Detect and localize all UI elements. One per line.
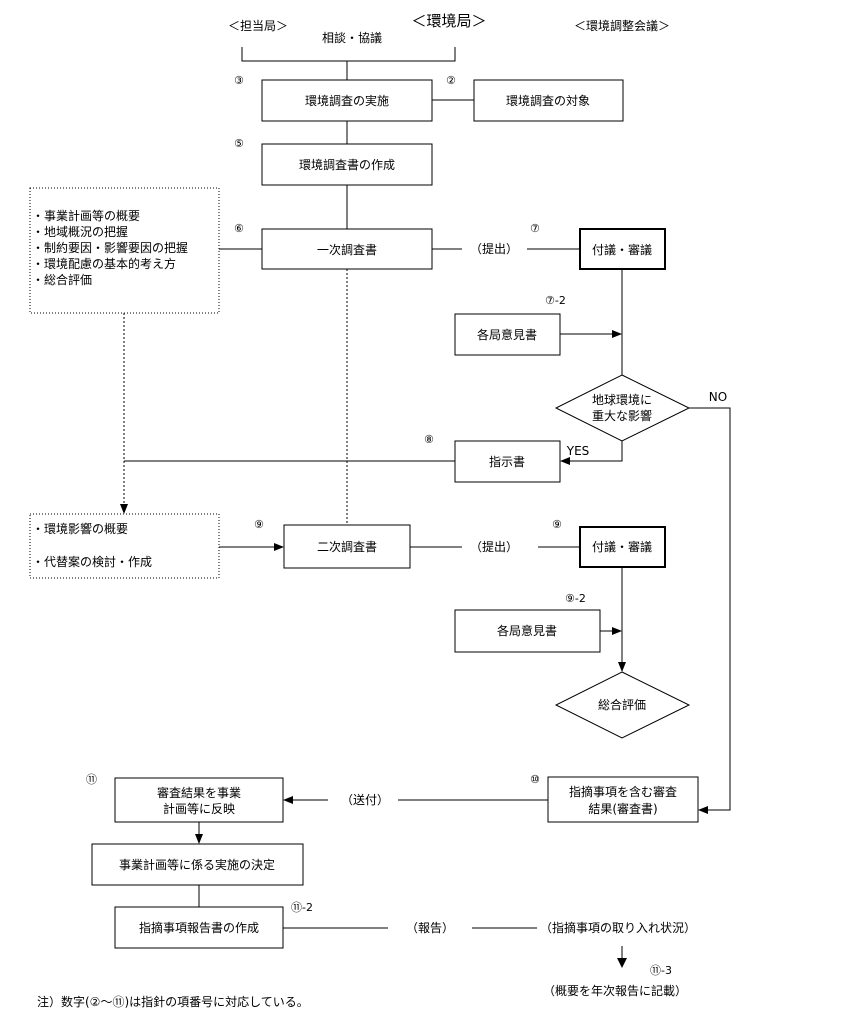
note-left2-line-2: ・代替案の検討・作成 <box>32 554 152 569</box>
num-3a: ③ <box>234 74 244 87</box>
arrowhead-ikensho2 <box>612 627 622 635</box>
num-6: ⑥ <box>234 222 244 235</box>
node-hanei-line2: 計画等に反映 <box>163 801 235 816</box>
consultation-bracket <box>241 47 456 62</box>
node-ichiji: 一次調査書 <box>317 243 377 257</box>
node-eikyo-line1: 地球環境に <box>592 392 652 407</box>
edge-teishutsu2: （提出） <box>470 539 518 554</box>
node-kettei: 事業計画等に係る実施の決定 <box>119 857 275 872</box>
node-sakusei: 環境調査書の作成 <box>299 157 395 172</box>
footnote: 注）数字(②～⑪)は指針の項番号に対応している。 <box>37 994 309 1009</box>
node-eikyo-line2: 重大な影響 <box>592 408 652 423</box>
edge-teishutsu1: （提出） <box>470 241 518 256</box>
node-fugi1: 付議・審議 <box>592 242 652 257</box>
header-tantou: ＜担当局＞ <box>228 19 288 33</box>
header-soudan: 相談・協議 <box>322 30 382 45</box>
arrowhead-no <box>698 806 708 814</box>
node-taisho: 環境調査の対象 <box>506 93 590 108</box>
edge-no-branch <box>689 407 731 811</box>
node-shiji: 指示書 <box>489 454 525 469</box>
node-ikensho1: 各局意見書 <box>477 327 537 342</box>
node-shinsa-line1: 指摘事項を含む審査 <box>569 784 677 799</box>
edge-yes-branch <box>570 441 623 462</box>
node-ikensho2: 各局意見書 <box>497 623 557 638</box>
header-kaigi: ＜環境調整会議＞ <box>574 18 670 33</box>
note-left1-line-2: ・地域概況の把握 <box>32 224 128 239</box>
arrowhead-note2 <box>120 504 128 514</box>
edge-gaiyo: （概要を年次報告に記載） <box>543 983 687 998</box>
node-fugi1-box <box>579 228 666 270</box>
note-left2-line-1: ・環境影響の概要 <box>32 521 128 536</box>
node-fugi2: 付議・審議 <box>592 539 652 554</box>
num-7-2: ⑦-2 <box>545 294 566 307</box>
num-9b: ⑨ <box>552 518 562 531</box>
node-niji: 二次調査書 <box>317 540 377 554</box>
num-2: ② <box>446 74 456 87</box>
node-ikensho2-box <box>454 609 601 653</box>
arrowhead-hanei <box>283 796 293 804</box>
num-9-2: ⑨-2 <box>565 592 586 605</box>
num-7: ⑦ <box>530 222 540 235</box>
num-9a: ⑨ <box>254 518 264 531</box>
num-8: ⑧ <box>424 433 434 446</box>
node-jisshi: 環境調査の実施 <box>305 93 389 108</box>
node-hokoku-box <box>114 906 284 949</box>
arrowhead-gaiyo <box>617 958 627 968</box>
edge-yes: YES <box>566 444 590 458</box>
node-hokoku: 指摘事項報告書の作成 <box>139 920 259 935</box>
note-left1-line-1: ・事業計画等の概要 <box>32 208 140 223</box>
node-kettei-box <box>91 843 304 886</box>
edge-no: NO <box>709 390 727 404</box>
node-shinsa-line2: 結果(審査書) <box>588 801 657 816</box>
note-left1-line-5: ・総合評価 <box>32 272 92 287</box>
edge-hokoku: （報告） <box>406 921 454 935</box>
note-left2-box <box>29 513 220 579</box>
arrowhead-ikensho1 <box>612 330 622 338</box>
arrowhead-kettei <box>195 834 203 844</box>
num-10: ⑩ <box>530 773 540 786</box>
node-niji-box <box>283 524 411 569</box>
arrowhead-niji <box>274 543 284 551</box>
arrowhead-sogo <box>618 662 626 672</box>
node-sakusei-box <box>261 143 433 186</box>
num-11-2: ⑪-2 <box>291 901 313 914</box>
note-left1-line-4: ・環境配慮の基本的考え方 <box>32 256 176 271</box>
header-kankyo: ＜環境局＞ <box>411 12 486 30</box>
arrowhead-yes <box>560 457 570 465</box>
edge-torikomi: （指摘事項の取り入れ状況） <box>540 920 696 935</box>
num-11: ⑪ <box>86 773 97 786</box>
num-5: ⑤ <box>234 137 244 150</box>
node-shiji-box <box>454 440 561 483</box>
edge-soufu: （送付） <box>341 792 389 807</box>
node-hanei-line1: 審査結果を事業 <box>157 785 241 800</box>
node-taisho-box <box>473 79 624 122</box>
num-11-3: ⑪-3 <box>650 964 672 977</box>
node-sogo-diamond <box>554 671 691 739</box>
node-sogo: 総合評価 <box>598 697 646 712</box>
note-left1-line-3: ・制約要因・影響要因の把握 <box>32 240 188 255</box>
node-eikyo-diamond <box>554 374 691 442</box>
node-shinsa-box <box>547 776 699 823</box>
node-hanei-box <box>114 777 284 823</box>
